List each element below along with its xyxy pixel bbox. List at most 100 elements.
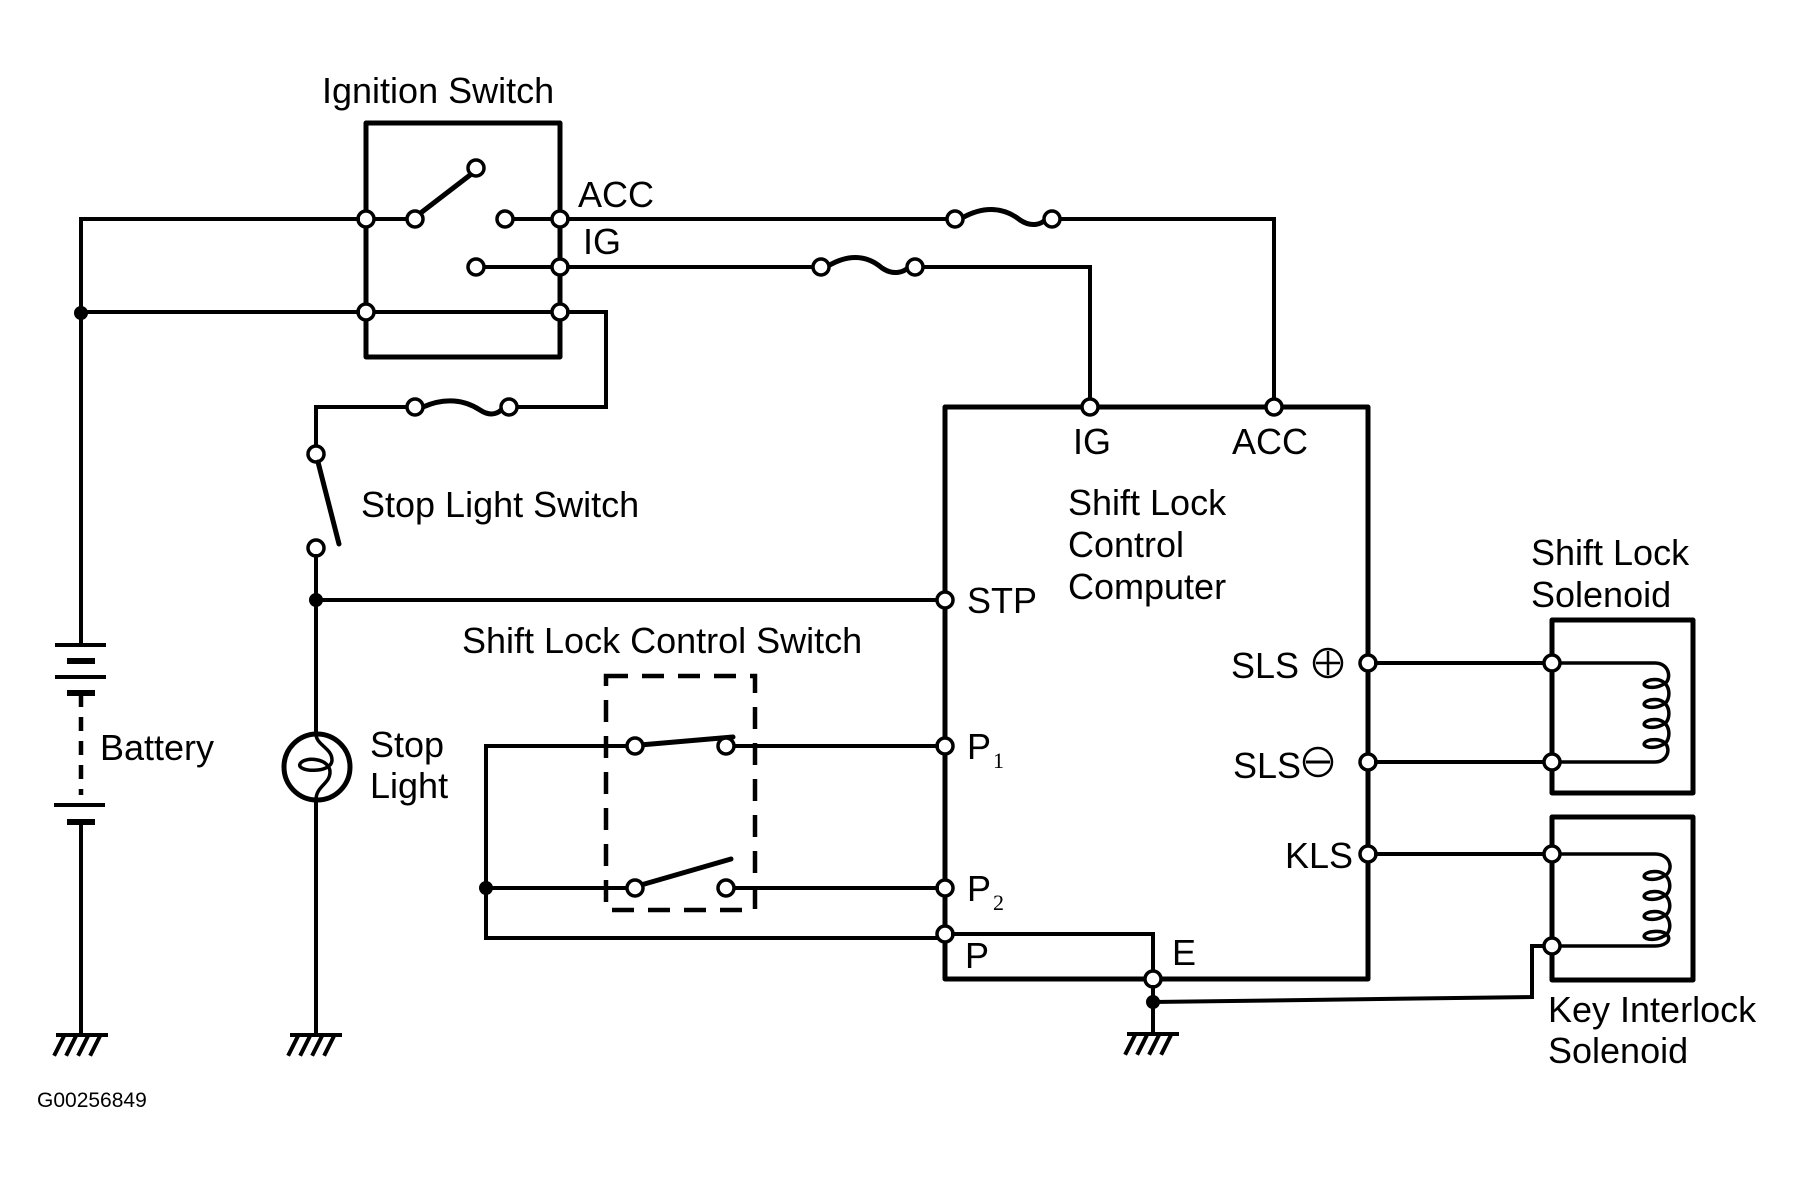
stop-switch-upper-node bbox=[306, 444, 326, 464]
computer-stp-terminal bbox=[935, 590, 955, 610]
key-interlock-solenoid-label-line2: Solenoid bbox=[1548, 1030, 1688, 1071]
kis-return-wire bbox=[1150, 944, 1546, 1005]
minus-icon bbox=[1302, 746, 1334, 778]
ign-acc-contact-node bbox=[495, 209, 515, 229]
shift-lock-solenoid-label-line1: Shift Lock bbox=[1531, 532, 1690, 573]
switch-common-wire bbox=[484, 744, 939, 940]
switch-housing-dashed bbox=[603, 673, 758, 913]
junction-dot bbox=[74, 306, 88, 320]
ig-fuse-icon bbox=[825, 255, 912, 276]
stop-light-label-line1: Stop bbox=[370, 724, 444, 765]
ign-left-bottom-node bbox=[356, 302, 376, 322]
ign-right-bottom-node bbox=[550, 302, 570, 322]
key-interlock-solenoid-label-line1: Key Interlock bbox=[1548, 989, 1757, 1030]
ignition-switch-box bbox=[363, 120, 563, 360]
p2-switch-node bbox=[625, 878, 645, 898]
ign-acc-node bbox=[550, 209, 570, 229]
computer-p2-label: P bbox=[967, 868, 991, 909]
key-interlock-solenoid-box bbox=[1549, 814, 1696, 983]
stop-switch-lower-node bbox=[306, 538, 326, 558]
battery-top-wire bbox=[79, 217, 360, 647]
computer-p1-subscript: 1 bbox=[993, 748, 1004, 773]
p1-contact-node bbox=[716, 736, 736, 756]
solenoid-coil-icon bbox=[1558, 661, 1671, 764]
computer-box bbox=[942, 404, 1371, 982]
filament-icon bbox=[298, 732, 334, 802]
stop-fuse-icon bbox=[420, 398, 506, 417]
computer-ig-label: IG bbox=[1073, 421, 1111, 462]
shift-lock-control-switch: Shift Lock Control Switch bbox=[462, 620, 939, 940]
stop-light-switch: Stop Light Switch bbox=[306, 310, 937, 735]
computer-label-line1: Shift Lock bbox=[1068, 482, 1227, 523]
computer-sls-plus-terminal bbox=[1358, 653, 1378, 673]
computer-e-terminal bbox=[1143, 969, 1163, 989]
p1-switch-node bbox=[625, 736, 645, 756]
computer-sls-plus-label: SLS bbox=[1231, 645, 1299, 686]
fuse-node bbox=[1042, 209, 1062, 229]
stop-light: Stop Light bbox=[281, 724, 448, 1057]
computer-p2-terminal bbox=[935, 878, 955, 898]
junction-dot bbox=[309, 593, 323, 607]
solenoid-coil-icon bbox=[1558, 852, 1672, 948]
computer-p2-subscript: 2 bbox=[993, 890, 1004, 915]
computer-p1-label: P bbox=[967, 726, 991, 767]
ground-symbol bbox=[1123, 1032, 1179, 1056]
computer-p-label: P bbox=[965, 935, 989, 976]
sls-solenoid-minus-node bbox=[1542, 752, 1562, 772]
kis-solenoid-bottom-node bbox=[1542, 936, 1562, 956]
ground-symbol bbox=[286, 1033, 342, 1057]
shift-lock-control-computer: IG ACC Shift Lock Control Computer STP P… bbox=[935, 397, 1378, 989]
computer-label-line2: Control bbox=[1068, 524, 1184, 565]
p2-switch-blade bbox=[638, 856, 734, 888]
shift-lock-control-switch-label: Shift Lock Control Switch bbox=[462, 620, 862, 661]
computer-ig-terminal bbox=[1080, 397, 1100, 417]
fuse-node bbox=[499, 397, 519, 417]
ign-ig-label: IG bbox=[583, 221, 621, 262]
fuse-node bbox=[905, 257, 925, 277]
ig-wire-to-computer bbox=[921, 265, 1092, 401]
fuse-node bbox=[405, 397, 425, 417]
ign-acc-label: ACC bbox=[578, 174, 654, 215]
fuse-node bbox=[945, 209, 965, 229]
computer-stp-label: STP bbox=[967, 580, 1037, 621]
computer-p-terminal bbox=[935, 924, 955, 944]
p1-switch-blade bbox=[637, 734, 736, 748]
ign-ig-node bbox=[550, 257, 570, 277]
junction-dot bbox=[479, 881, 493, 895]
shift-lock-solenoid: Shift Lock Solenoid bbox=[1374, 532, 1696, 796]
computer-kls-terminal bbox=[1358, 844, 1378, 864]
stop-light-label-line2: Light bbox=[370, 765, 448, 806]
ign-left-top-node bbox=[356, 209, 376, 229]
computer-sls-minus-label: SLS bbox=[1233, 745, 1301, 786]
computer-e-label: E bbox=[1172, 932, 1196, 973]
stop-light-switch-label: Stop Light Switch bbox=[361, 484, 639, 525]
stop-switch-feed-wire bbox=[314, 405, 409, 448]
acc-wire-to-computer bbox=[1058, 217, 1276, 401]
figure-id: G00256849 bbox=[37, 1089, 147, 1112]
ign-ig-contact-node bbox=[466, 257, 486, 277]
computer-ground bbox=[1123, 944, 1546, 1056]
ground-symbol bbox=[52, 1033, 108, 1057]
ignition-switch-blade bbox=[415, 169, 477, 218]
acc-ig-feeds bbox=[566, 207, 1276, 401]
computer-label-line3: Computer bbox=[1068, 566, 1226, 607]
ign-blade-tip-node bbox=[466, 158, 486, 178]
battery: Battery bbox=[52, 217, 360, 1057]
computer-p1-terminal bbox=[935, 736, 955, 756]
computer-sls-minus-terminal bbox=[1358, 752, 1378, 772]
computer-kls-label: KLS bbox=[1285, 835, 1353, 876]
p-to-e-wire bbox=[951, 932, 1155, 973]
kis-solenoid-top-node bbox=[1542, 844, 1562, 864]
fuse-node bbox=[811, 257, 831, 277]
key-interlock-solenoid: Key Interlock Solenoid bbox=[1374, 814, 1757, 1071]
acc-fuse-icon bbox=[959, 207, 1049, 228]
sls-solenoid-plus-node bbox=[1542, 653, 1562, 673]
computer-acc-terminal bbox=[1264, 397, 1284, 417]
ign-pivot-node bbox=[405, 209, 425, 229]
plus-icon bbox=[1312, 647, 1344, 679]
battery-label: Battery bbox=[100, 727, 214, 768]
shift-lock-solenoid-box bbox=[1549, 617, 1696, 796]
shift-lock-solenoid-label-line2: Solenoid bbox=[1531, 574, 1671, 615]
stop-fuse-feed-wire bbox=[515, 310, 608, 409]
p2-contact-node bbox=[716, 878, 736, 898]
